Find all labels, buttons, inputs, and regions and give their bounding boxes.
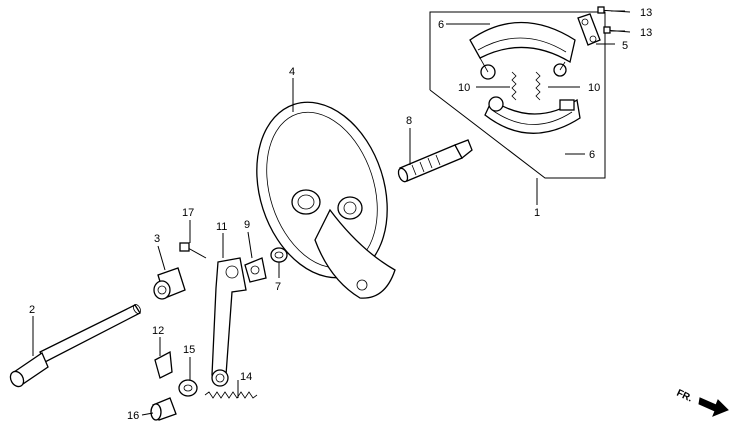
callout-14: 14 bbox=[240, 371, 252, 383]
brake-shoe-upper bbox=[469, 21, 576, 80]
shoe-group-outline bbox=[429, 11, 606, 179]
callout-1: 1 bbox=[534, 207, 540, 219]
callout-9: 9 bbox=[244, 219, 250, 231]
brake-arm bbox=[211, 257, 247, 387]
shoe-plate bbox=[577, 13, 601, 46]
spring-left bbox=[511, 71, 517, 101]
callout-4: 4 bbox=[289, 66, 295, 78]
callout-3: 3 bbox=[154, 233, 160, 245]
spring-right bbox=[535, 71, 541, 101]
callout-7: 7 bbox=[275, 281, 281, 293]
callout-2: 2 bbox=[29, 304, 35, 316]
callout-17: 17 bbox=[182, 207, 194, 219]
callout-6-upper: 6 bbox=[438, 19, 444, 31]
clip bbox=[154, 350, 173, 379]
front-direction-indicator: FR. bbox=[675, 388, 729, 417]
callout-10-left: 10 bbox=[458, 82, 470, 94]
direction-arrow-icon bbox=[698, 397, 729, 417]
dust-seal bbox=[270, 247, 288, 263]
callout-8: 8 bbox=[406, 115, 412, 127]
bolt-17 bbox=[179, 242, 207, 259]
leader-lines bbox=[32, 10, 625, 416]
callouts: 6 13 13 5 4 10 10 8 6 1 17 11 9 3 7 2 12… bbox=[29, 7, 652, 422]
callout-12: 12 bbox=[152, 325, 164, 337]
callout-10-right: 10 bbox=[588, 82, 600, 94]
bolt-upper bbox=[597, 6, 631, 14]
callout-13-upper: 13 bbox=[640, 7, 652, 19]
callout-11: 11 bbox=[216, 221, 227, 233]
bushing bbox=[153, 267, 186, 300]
direction-label: FR. bbox=[675, 388, 694, 405]
return-spring bbox=[204, 391, 258, 399]
bolt-lower bbox=[603, 26, 631, 34]
callout-5: 5 bbox=[622, 40, 628, 52]
callout-6-lower: 6 bbox=[589, 149, 595, 161]
callout-13-lower: 13 bbox=[640, 27, 652, 39]
brake-panel bbox=[256, 101, 396, 299]
pedal-shaft bbox=[9, 304, 142, 388]
collar bbox=[178, 379, 198, 397]
brake-shoe-lower bbox=[484, 96, 581, 134]
callout-15: 15 bbox=[183, 344, 195, 356]
callout-16: 16 bbox=[127, 410, 139, 422]
wear-indicator bbox=[244, 257, 267, 283]
axle-shaft bbox=[397, 139, 473, 183]
stop-pin bbox=[150, 397, 177, 421]
